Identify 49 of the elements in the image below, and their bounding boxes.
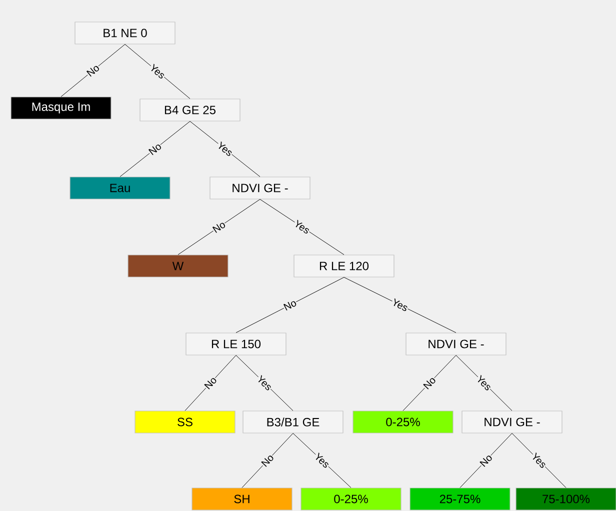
leaf-box: 0-25% xyxy=(300,488,402,510)
edge-label: No xyxy=(85,63,101,78)
decision-box: NDVI GE - xyxy=(210,176,310,200)
branch-line xyxy=(260,199,344,255)
decision-box: B1 NE 0 xyxy=(74,22,176,44)
leaf-box: 75-100% xyxy=(516,488,616,510)
decision-box: R LE 120 xyxy=(294,254,394,278)
branch-line xyxy=(236,355,294,411)
edge-label: Yes xyxy=(148,62,167,80)
edge-label: No xyxy=(202,375,218,391)
leaf-box: W xyxy=(128,254,228,278)
decision-box: B3/B1 GE xyxy=(242,410,344,434)
edge-label: No xyxy=(211,220,227,234)
branch-line xyxy=(120,121,190,177)
edge-label: Yes xyxy=(216,140,234,158)
edge-label: No xyxy=(282,298,298,312)
edge-label: Yes xyxy=(292,218,312,236)
leaf-box: SH xyxy=(192,488,292,510)
branch-line xyxy=(402,355,456,411)
branch-line xyxy=(124,44,190,99)
edge-label: No xyxy=(260,452,276,468)
edge-label: No xyxy=(478,452,494,468)
edge-label: Yes xyxy=(390,298,410,312)
leaf-box: Masque Im xyxy=(10,96,112,120)
branch-line xyxy=(184,355,236,411)
edge-label: Yes xyxy=(530,452,548,470)
decision-box: NDVI GE - xyxy=(406,332,506,356)
edge-label: Yes xyxy=(475,374,493,392)
decision-box: R LE 150 xyxy=(186,332,286,356)
branch-line xyxy=(190,121,260,177)
leaf-box: 25-75% xyxy=(410,488,510,510)
branch-line xyxy=(456,355,512,411)
branch-line xyxy=(60,44,126,97)
branch-line xyxy=(344,277,456,333)
edge-label: Yes xyxy=(312,452,332,470)
decision-box: NDVI GE - xyxy=(462,410,562,434)
branch-line xyxy=(292,433,352,488)
branch-line xyxy=(178,199,260,255)
branch-line xyxy=(512,433,566,488)
leaf-box: 0-25% xyxy=(352,410,454,434)
leaf-box: Eau xyxy=(70,176,170,200)
decision-box: B4 GE 25 xyxy=(140,98,240,122)
edge-label: No xyxy=(147,142,163,156)
edge-label: No xyxy=(422,375,438,391)
branch-line xyxy=(236,277,344,333)
edge-label: Yes xyxy=(256,374,274,392)
leaf-box: SS xyxy=(134,410,236,434)
branch-line xyxy=(242,433,294,488)
branch-line xyxy=(460,433,512,488)
